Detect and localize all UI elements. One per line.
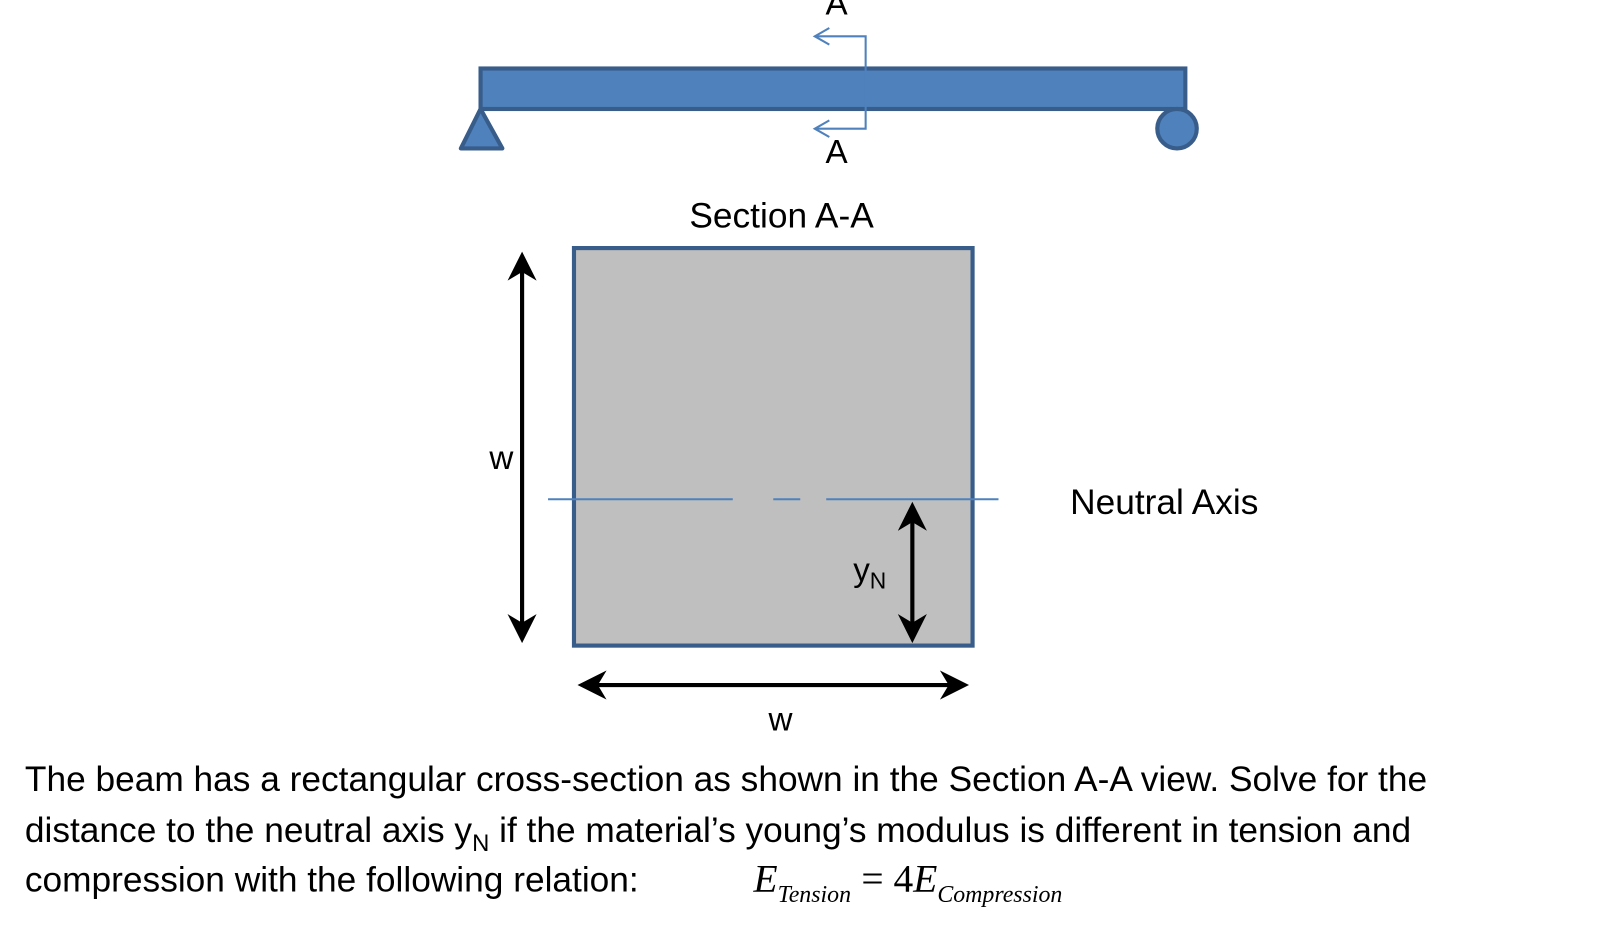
section-label-bottom: A [826,134,849,171]
section-label-top: A [826,0,849,23]
pin-support-icon [458,106,505,151]
neutral-axis-label: Neutral Axis [1070,483,1258,522]
roller-support-icon [1155,106,1199,151]
width-label: w [768,702,794,739]
section-title: Section A-A [689,196,874,235]
height-label: w [488,440,514,477]
yn-label: yN [853,552,886,593]
problem-line-2: distance to the neutral axis yN if the m… [25,811,1411,857]
modulus-equation: ETension= 4ECompression [753,857,1063,908]
beam [478,66,1188,112]
problem-line-1: The beam has a rectangular cross-section… [25,760,1427,799]
section-cut-marker [812,27,867,138]
problem-line-3: compression with the following relation: [25,861,639,900]
